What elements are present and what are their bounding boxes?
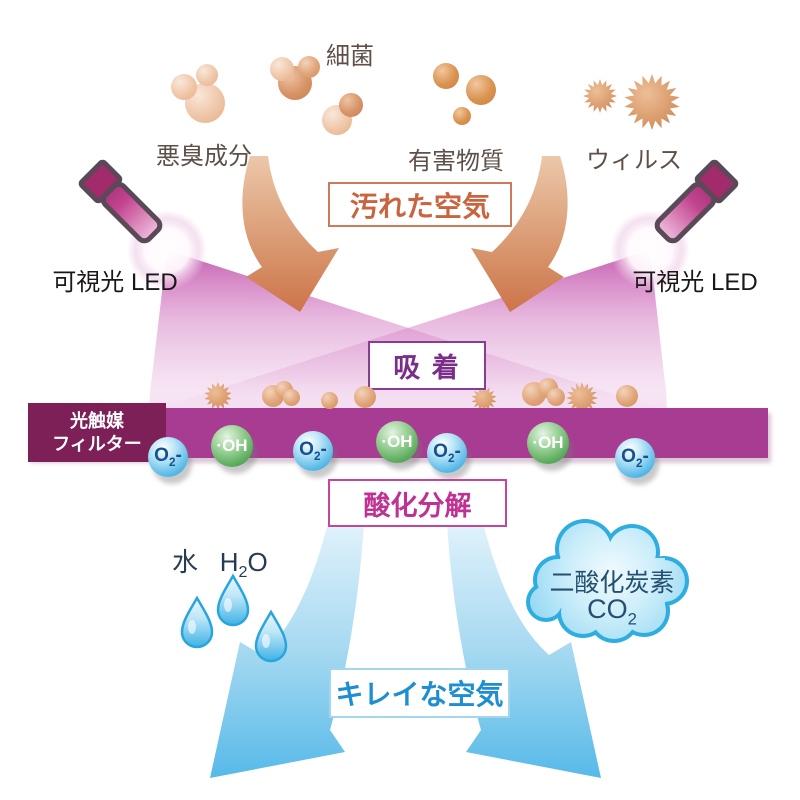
water-drop	[254, 609, 288, 663]
superoxide-text: O2-	[433, 441, 461, 465]
virus-particle-small	[583, 79, 617, 113]
harmful-particle	[466, 75, 496, 105]
oxidation-box: 酸化分解	[328, 479, 507, 527]
hydroxyl-sphere: ·OH	[376, 421, 418, 463]
trapped-particle	[321, 392, 338, 409]
harmful-particle	[433, 63, 459, 89]
dirty-air-arrow-right	[471, 156, 568, 312]
trapped-virus-particle	[204, 382, 232, 410]
odor-label: 悪臭成分	[156, 143, 252, 170]
harmful-label: 有害物質	[408, 148, 504, 175]
dirty-air-box: 汚れた空気	[328, 182, 512, 227]
led-torch-right	[654, 159, 739, 244]
odor-particle	[196, 64, 218, 86]
superoxide-sphere: O2-	[293, 431, 333, 471]
bacteria-label: 細菌	[326, 43, 374, 70]
bacteria-particle	[270, 57, 294, 81]
virus-label: ウィルス	[586, 147, 682, 174]
trapped-virus-particle	[471, 386, 497, 412]
superoxide-sphere: O2-	[148, 437, 188, 477]
hydroxyl-sphere: ·OH	[527, 422, 569, 464]
co2-cloud	[526, 519, 689, 643]
adsorption-box: 吸 着	[368, 341, 486, 390]
led-label-left: 可視光 LED	[52, 269, 178, 296]
led-label-right: 可視光 LED	[632, 269, 758, 296]
virus-particle-large	[624, 74, 680, 130]
water-drop	[180, 595, 214, 649]
hydroxyl-sphere: ·OH	[211, 425, 253, 467]
co2-formula: CO2	[587, 594, 637, 629]
dirty-air-arrow-left	[242, 156, 339, 312]
hydroxyl-text: ·OH	[381, 432, 413, 451]
water-drop	[216, 573, 250, 627]
superoxide-sphere: O2-	[615, 438, 655, 478]
hydroxyl-text: ·OH	[532, 433, 564, 452]
hydroxyl-text: ·OH	[216, 436, 248, 455]
filter-label-line2: フィルター	[52, 433, 142, 454]
h2o-formula: H2O	[219, 547, 268, 582]
harmful-particle	[453, 107, 471, 125]
co2-name-label: 二酸化炭素	[549, 569, 675, 597]
trapped-particle	[354, 386, 376, 408]
water-label: 水 H2O	[172, 547, 268, 582]
filter-label-line1: 光触媒	[70, 411, 124, 431]
trapped-particle	[547, 388, 565, 406]
bacteria-particle	[298, 56, 320, 78]
filter-label: 光触媒 フィルター	[28, 403, 166, 462]
superoxide-sphere: O2-	[427, 433, 467, 473]
superoxide-text: O2-	[621, 446, 649, 470]
trapped-particle	[616, 385, 638, 407]
clean-air-box: キレイな空気	[329, 668, 510, 718]
odor-particle	[171, 74, 197, 100]
superoxide-text: O2-	[299, 439, 327, 463]
clean-air-arrow-left	[210, 523, 364, 778]
superoxide-text: O2-	[154, 445, 182, 469]
trapped-virus-particle	[566, 382, 598, 414]
trapped-particle	[283, 389, 300, 406]
led-torch-left	[78, 159, 163, 244]
bacteria-particle	[339, 93, 363, 117]
